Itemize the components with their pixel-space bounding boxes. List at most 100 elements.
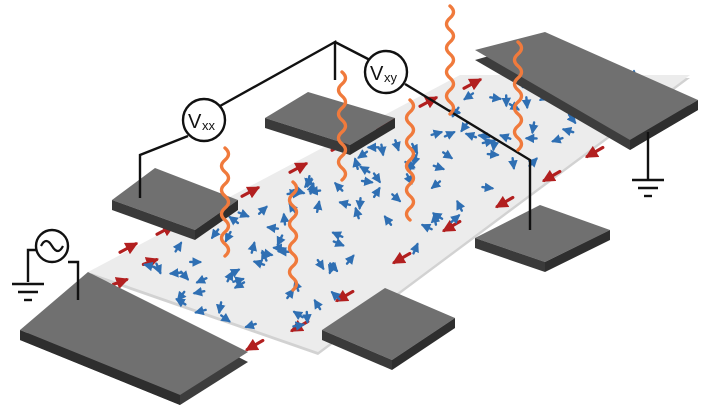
bulk-arrow <box>489 92 503 103</box>
bulk-arrow <box>456 199 466 212</box>
bulk-arrow <box>344 254 355 265</box>
light-wave <box>404 98 416 222</box>
bulk-arrow <box>390 192 402 203</box>
bulk-arrow <box>224 230 234 243</box>
bulk-currents <box>142 69 643 331</box>
bulk-arrow <box>175 298 187 308</box>
edge-arrow <box>541 169 562 183</box>
bulk-arrow <box>432 161 446 172</box>
vxx-meter: V xx <box>181 97 227 143</box>
bulk-arrow <box>566 113 577 125</box>
bulk-arrow <box>357 149 369 159</box>
vxy-subscript: xy <box>384 70 398 85</box>
bulk-arrow <box>430 212 441 226</box>
edge-arrow <box>118 242 139 255</box>
bulk-arrow <box>420 223 433 233</box>
bulk-arrow <box>508 156 518 171</box>
edge-arrow <box>240 186 261 199</box>
bulk-arrow <box>302 310 312 324</box>
bulk-arrow <box>430 179 442 189</box>
bulk-arrow <box>152 262 162 275</box>
vxx-symbol: V <box>188 111 202 133</box>
bulk-arrow <box>257 205 268 216</box>
bulk-arrow <box>481 137 495 148</box>
wire-source-ground <box>26 248 38 282</box>
wire-vxy-right <box>404 82 532 230</box>
bulk-arrow <box>228 268 241 278</box>
bulk-arrow <box>486 149 500 160</box>
ground-icon-right <box>632 178 664 198</box>
bulk-arrow <box>441 149 454 160</box>
light-waves <box>219 4 524 292</box>
edge-arrow <box>244 338 265 352</box>
bulk-arrow <box>192 286 206 297</box>
bulk-arrow <box>359 165 371 176</box>
bulk-arrow <box>551 134 564 144</box>
bulk-arrow <box>355 196 366 211</box>
edge-arrow <box>111 277 129 290</box>
bulk-arrow <box>252 259 266 269</box>
light-wave <box>287 180 299 292</box>
bulk-arrow <box>215 301 226 315</box>
wire-vxy-left <box>334 40 371 62</box>
contact-top-middle <box>265 92 395 155</box>
edge-arrow <box>494 195 515 209</box>
bulk-arrow <box>247 241 257 254</box>
edge-arrow <box>584 145 605 159</box>
bulk-arrow <box>228 215 240 226</box>
bulk-arrow <box>312 200 323 214</box>
ac-source-icon <box>34 228 70 264</box>
bulk-arrow <box>172 241 183 253</box>
bulk-arrow <box>360 176 374 187</box>
light-wave <box>219 146 231 258</box>
bulk-arrow <box>220 312 231 323</box>
bulk-arrow <box>409 142 419 155</box>
bulk-arrow <box>411 153 421 167</box>
wire-vxx-left <box>138 134 189 198</box>
bulk-arrow <box>334 182 345 193</box>
bulk-arrow <box>521 96 532 110</box>
contact-bottom-middle <box>322 288 455 370</box>
bulk-arrow <box>292 321 306 331</box>
light-wave <box>444 4 456 116</box>
edge-arrow <box>288 162 309 175</box>
wire-source <box>68 260 80 300</box>
vxx-subscript: xx <box>202 118 216 133</box>
bulk-arrow <box>292 310 304 321</box>
bulk-arrow <box>409 242 419 255</box>
vxx-meter-circle <box>181 97 227 143</box>
bulk-arrow <box>276 234 286 247</box>
bulk-arrow <box>233 279 246 289</box>
edge-arrow <box>391 251 412 265</box>
bulk-arrow <box>260 248 274 259</box>
bulk-arrow <box>330 291 341 302</box>
bulk-arrow <box>463 90 475 101</box>
wiring <box>26 39 650 300</box>
contact-top-left <box>112 168 238 240</box>
bulk-arrow <box>195 274 208 284</box>
bulk-arrow <box>313 298 323 311</box>
bulk-arrow <box>244 320 257 330</box>
bulk-arrow <box>371 186 381 199</box>
light-wave <box>336 70 348 182</box>
bulk-arrow <box>315 258 325 271</box>
bulk-arrow <box>481 182 495 193</box>
bulk-arrow <box>332 237 345 247</box>
bulk-arrow <box>338 199 352 209</box>
bulk-arrow <box>443 130 456 140</box>
vxy-symbol: V <box>370 63 384 85</box>
light-wave <box>512 40 524 152</box>
edge-arrow <box>418 96 439 109</box>
bulk-arrow <box>168 268 182 278</box>
bulk-arrow <box>561 126 575 137</box>
vxy-meter-circle <box>363 49 409 95</box>
bulk-arrow <box>450 214 461 225</box>
contact-left-large <box>20 272 248 405</box>
bulk-arrow <box>383 215 394 226</box>
bulk-arrow <box>237 208 250 218</box>
bulk-arrow <box>499 133 512 143</box>
bulk-arrow <box>272 243 286 254</box>
bulk-arrow <box>331 231 344 241</box>
